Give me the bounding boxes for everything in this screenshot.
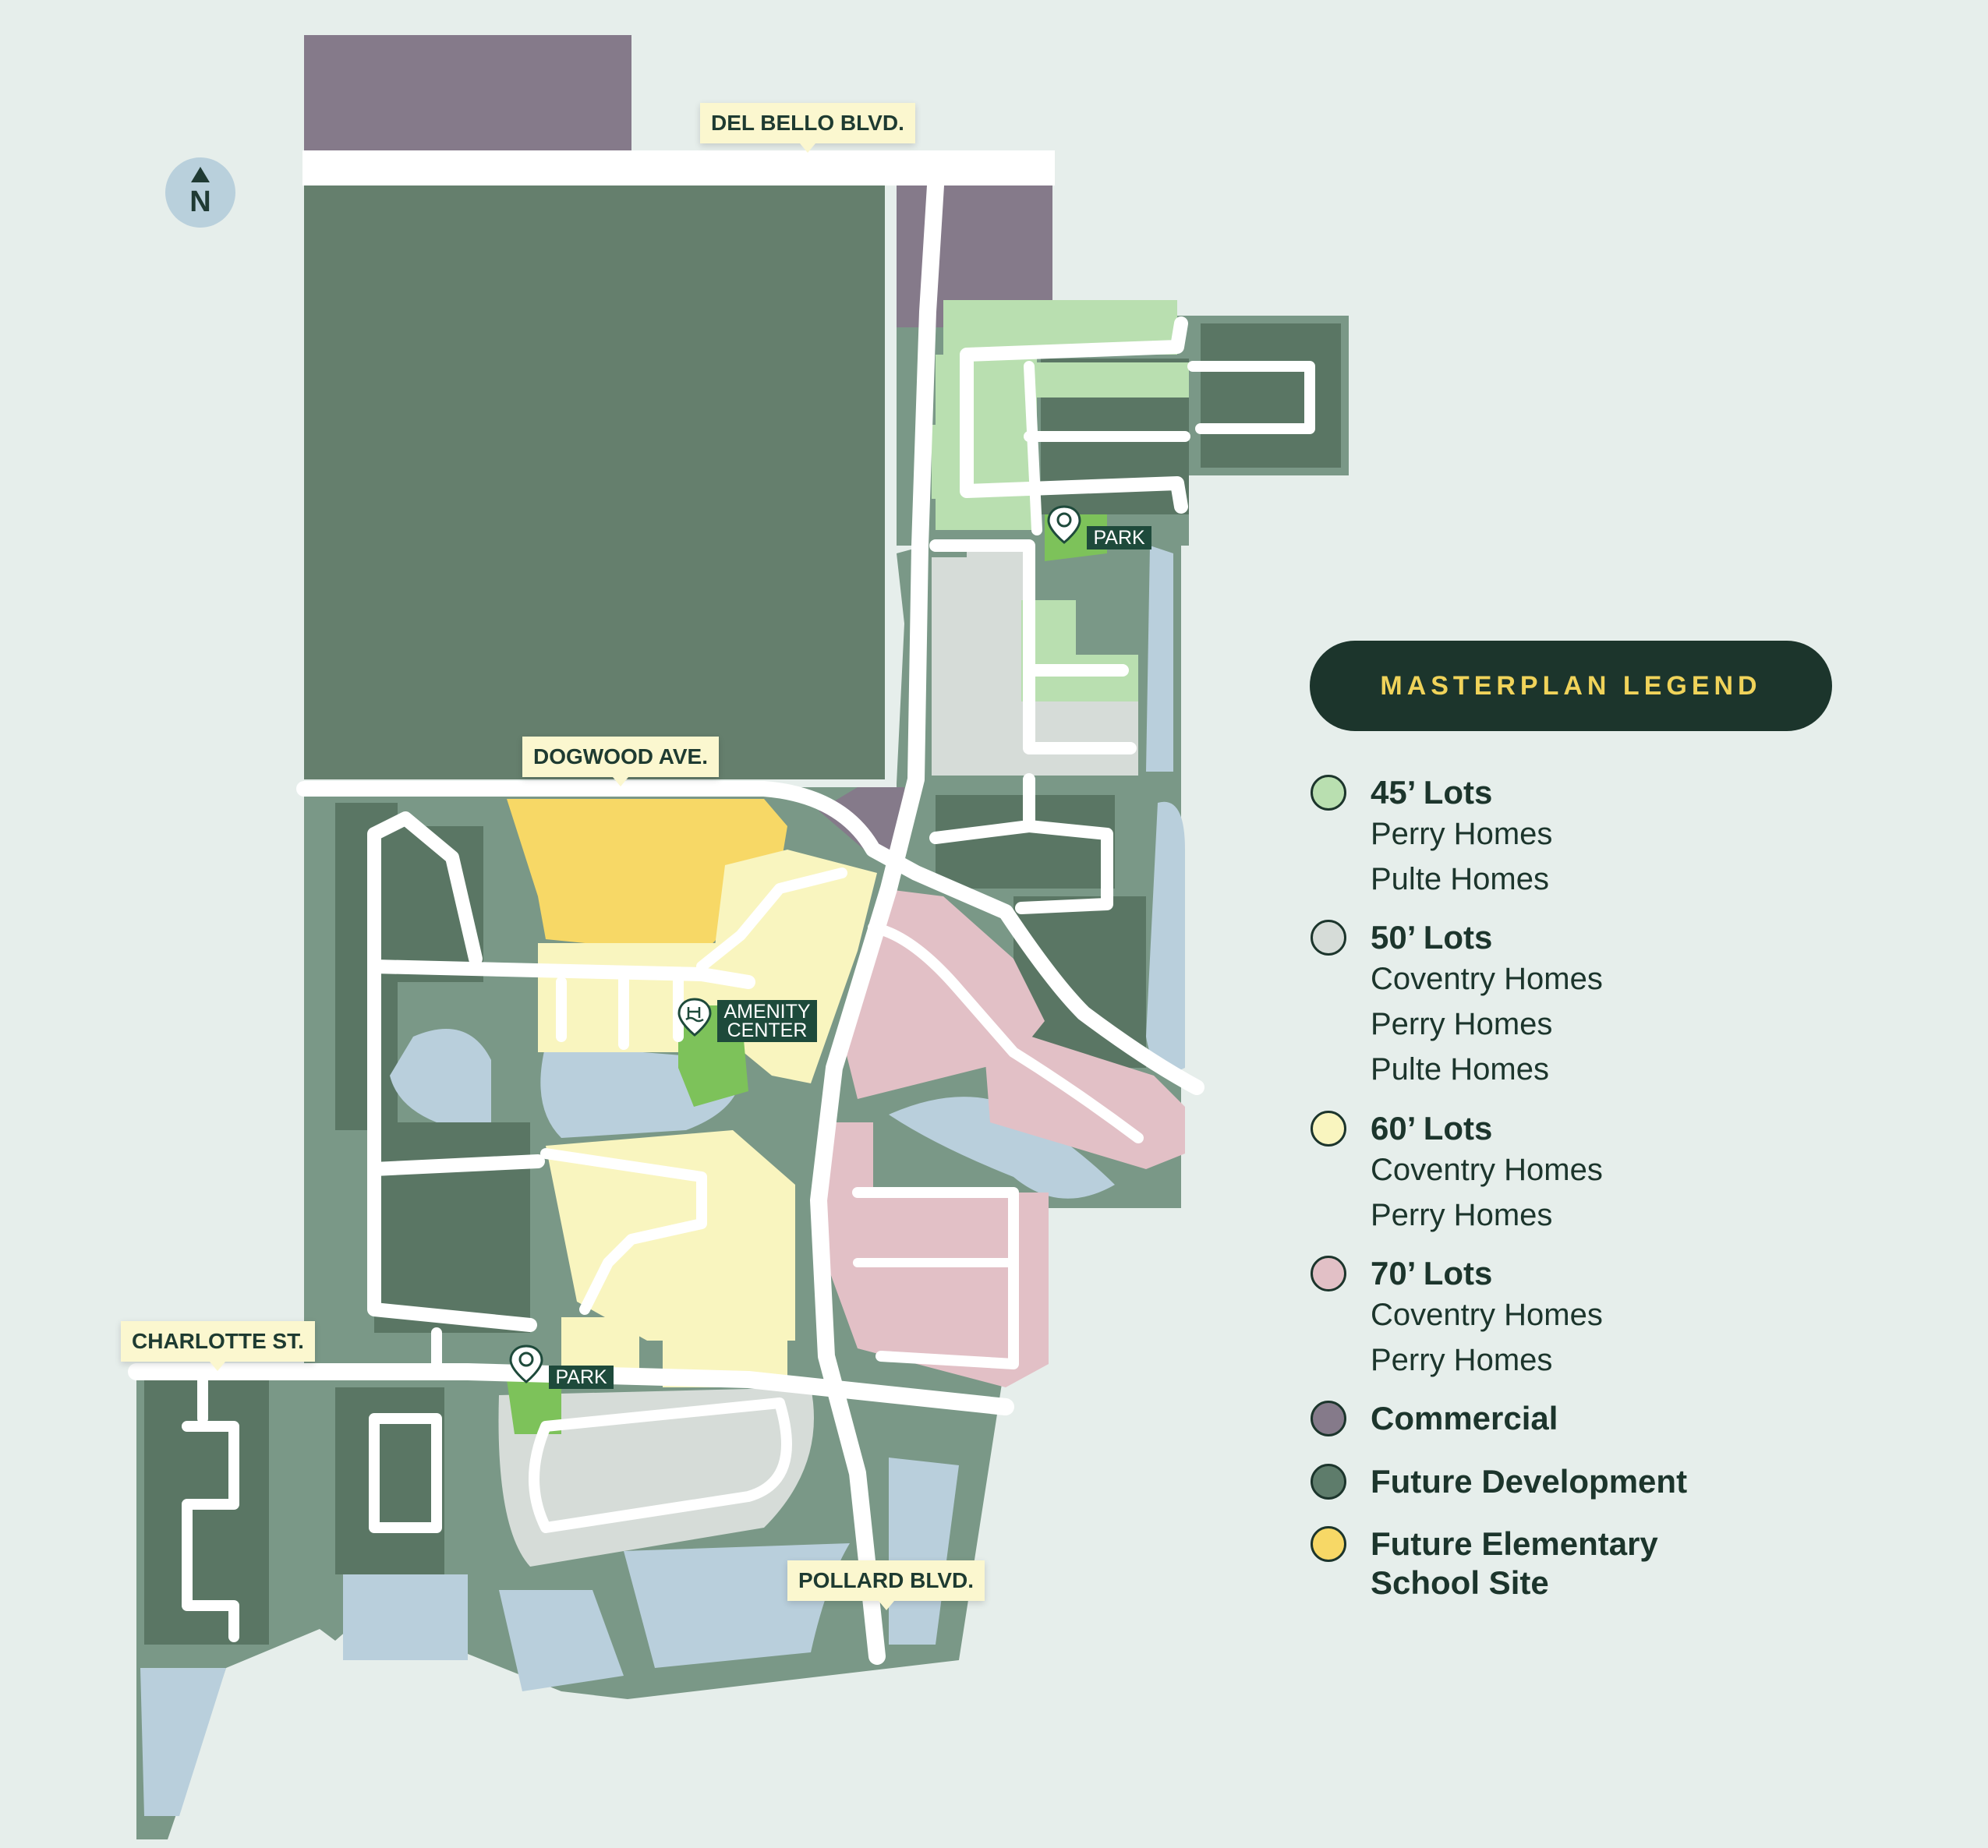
legend-builder: Perry Homes xyxy=(1371,1007,1553,1041)
amenity-center-line2: CENTER xyxy=(727,1019,808,1041)
street-label-del-bello: DEL BELLO BLVD. xyxy=(700,103,915,153)
legend-label-70: 70’ Lots xyxy=(1371,1255,1493,1291)
street-label-charlotte: CHARLOTTE ST. xyxy=(121,1321,315,1371)
legend-label-commercial: Commercial xyxy=(1371,1400,1558,1436)
compass-letter: N xyxy=(189,186,211,218)
legend-title: MASTERPLAN LEGEND xyxy=(1310,641,1832,731)
future-development-block xyxy=(304,186,885,779)
commercial-area-north xyxy=(304,35,631,152)
legend-label-school: Future Elementary School Site xyxy=(1371,1525,1658,1602)
legend-builder: Pulte Homes xyxy=(1371,862,1549,896)
street-label-dogwood: DOGWOOD AVE. xyxy=(522,737,719,786)
legend-label-school-line2: School Site xyxy=(1371,1564,1549,1601)
legend-label-school-line1: Future Elementary xyxy=(1371,1525,1658,1562)
legend-builder: Perry Homes xyxy=(1371,817,1553,851)
legend-swatch-future-development xyxy=(1311,1464,1346,1500)
legend-swatch-60 xyxy=(1311,1111,1346,1147)
legend-swatch-50 xyxy=(1311,920,1346,956)
legend-builder: Pulte Homes xyxy=(1371,1052,1549,1087)
legend-label-45: 45’ Lots xyxy=(1371,774,1493,811)
school-site xyxy=(507,799,787,955)
park-south-marker[interactable]: PARK xyxy=(507,1344,614,1389)
legend-builder: Coventry Homes xyxy=(1371,1298,1603,1332)
legend-label-60: 60’ Lots xyxy=(1371,1110,1493,1147)
park-south-label: PARK xyxy=(549,1366,614,1389)
legend-swatch-commercial xyxy=(1311,1401,1346,1436)
pool-pin-icon xyxy=(677,998,712,1037)
legend-builder: Perry Homes xyxy=(1371,1343,1553,1377)
street-label-pollard: POLLARD BLVD. xyxy=(787,1560,985,1610)
north-arrow-icon xyxy=(191,167,210,182)
park-north-label: PARK xyxy=(1087,526,1151,549)
north-compass: N xyxy=(165,157,235,228)
legend-builder: Coventry Homes xyxy=(1371,962,1603,996)
legend-builder: Perry Homes xyxy=(1371,1198,1553,1232)
amenity-center-line1: AMENITY xyxy=(723,1001,811,1023)
legend-swatch-school xyxy=(1311,1526,1346,1562)
park-north-marker[interactable]: PARK xyxy=(1045,505,1151,549)
legend-builder: Coventry Homes xyxy=(1371,1153,1603,1187)
amenity-center-marker[interactable]: AMENITY CENTER xyxy=(675,998,817,1042)
park-pin-icon xyxy=(1047,505,1081,544)
legend-swatch-45 xyxy=(1311,775,1346,811)
legend-label-50: 50’ Lots xyxy=(1371,919,1493,956)
legend-label-future-development: Future Development xyxy=(1371,1463,1688,1500)
legend-swatch-70 xyxy=(1311,1256,1346,1291)
amenity-center-label: AMENITY CENTER xyxy=(717,1000,817,1042)
park-pin-icon xyxy=(509,1344,543,1383)
